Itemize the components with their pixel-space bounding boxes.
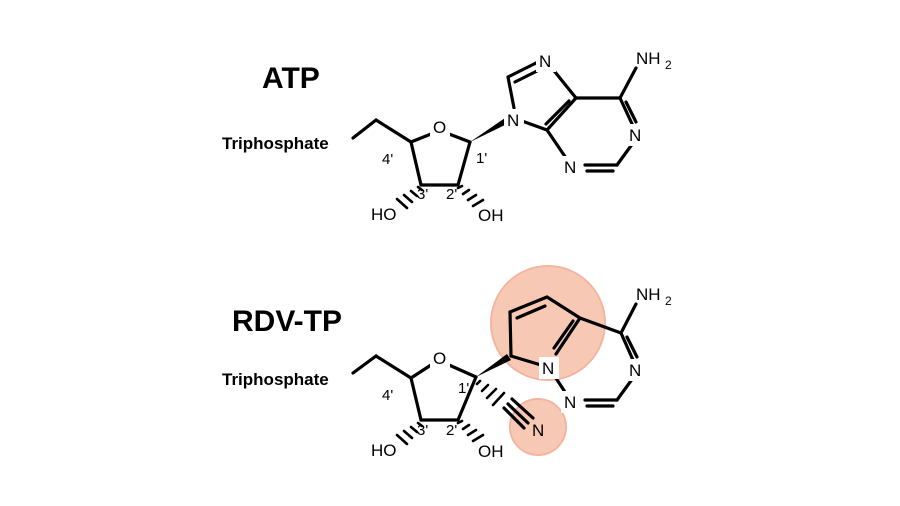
rdv-3prime-hydroxyl: HO (371, 441, 397, 460)
rdv-bond-c4-o (409, 363, 433, 380)
atp-bond-c5-c4 (545, 96, 578, 132)
atp-bond-c4-n9 (520, 119, 549, 132)
rdv-glycosidic-wedge (476, 354, 511, 377)
atp-hash-2prime (456, 184, 485, 208)
atp-bond-c4-c5 (374, 118, 413, 144)
rdv-2prime-hydroxyl: OH (478, 442, 504, 461)
rdv-bond-o-c1 (447, 363, 478, 379)
rdv-amine: NH (636, 285, 661, 304)
atp-bond-n9-c8 (506, 75, 516, 110)
atp-pos-1prime: 1' (476, 150, 487, 167)
rdv-n-ring: N (629, 361, 641, 380)
rdv-bond-c4-c5 (374, 354, 413, 380)
atp-bond-n3-c4 (545, 128, 568, 160)
atp-pos-4prime: 4' (382, 151, 393, 168)
rdv-bond-c4-n3 (619, 331, 635, 362)
atp-glycosidic-wedge (470, 118, 507, 142)
rdv-bond-pyrrole-top1 (508, 295, 549, 314)
rdv-bond-c1-c2 (456, 375, 478, 422)
atp-hash-3prime (395, 185, 424, 210)
atp-bond-c3-c4 (409, 140, 423, 187)
atp-amine-subscript: 2 (665, 58, 672, 72)
atp-bond-o-c1 (447, 132, 472, 144)
rdv-pos-1prime: 1' (458, 380, 469, 397)
rdv-title: RDV-TP (232, 305, 342, 338)
atp-2prime-hydroxyl: OH (478, 206, 504, 225)
rdv-bond-c5-p (351, 354, 378, 375)
atp-amine: NH (636, 49, 661, 68)
rdv-cyano-nitrogen: N (532, 421, 544, 440)
rdv-bond-pyrrole-right (554, 316, 582, 356)
atp-pos-2prime: 2' (446, 186, 457, 203)
atp-bond-n1-c2 (615, 141, 635, 167)
atp-bond-c5-c4-double (544, 99, 571, 126)
rdv-pos-4prime: 4' (382, 387, 393, 404)
atp-bond-c1-c2 (456, 140, 472, 187)
atp-n9: N (507, 111, 519, 130)
rdv-cn-triple-c (502, 406, 526, 430)
rdv-pos-3prime: 3' (417, 422, 428, 439)
atp-bond-c6-n1-double (624, 100, 638, 124)
rdv-bond-n3-c2 (615, 376, 635, 402)
rdv-bond-c-c4 (578, 316, 623, 335)
atp-bond-c4-o (409, 132, 433, 144)
atp-triphosphate-label: Triphosphate (222, 134, 329, 153)
rdv-triphosphate-label: Triphosphate (222, 370, 329, 389)
rdv-molecule: RDV-TP (222, 265, 672, 461)
atp-bond-c6-n1 (618, 96, 635, 128)
rdv-bond-pyrrole-top2 (545, 295, 582, 320)
rdv-bond-pyrrole-top1-double (515, 304, 547, 320)
atp-bond-c6-nh2 (618, 66, 638, 100)
rdv-hash-3prime (395, 421, 424, 446)
atp-bond-c8-n7 (506, 60, 540, 79)
atp-n1: N (629, 126, 641, 145)
atp-molecule: ATP (222, 49, 672, 225)
rdv-hash-cyano (475, 379, 506, 407)
rdv-ring-oxygen: O (433, 349, 446, 368)
atp-3prime-hydroxyl: HO (371, 205, 397, 224)
atp-n3: N (564, 158, 576, 177)
atp-title: ATP (262, 62, 320, 95)
rdv-bond-pyrrole-left (508, 310, 513, 358)
rdv-bond-c3-c4 (409, 376, 423, 422)
atp-pos-3prime: 3' (417, 186, 428, 203)
rdv-bond-n-c1 (509, 354, 543, 367)
rdv-bond-c4-nh2 (619, 302, 638, 335)
atp-bond-c5-p (351, 118, 378, 140)
rdv-n-low: N (564, 393, 576, 412)
rdv-n-bridge: N (542, 359, 554, 378)
atp-bond-n7-c5 (549, 65, 578, 100)
rdv-bond-pyrrole-right-double (552, 319, 575, 350)
pyrrole-highlight (490, 265, 606, 381)
rdv-cn-triple-b (510, 397, 535, 420)
cyano-highlight (509, 398, 567, 456)
atp-n7: N (539, 52, 551, 71)
rdv-bond-c4-n3-double (625, 335, 639, 359)
atp-ring-oxygen: O (433, 118, 446, 137)
rdv-pos-2prime: 2' (446, 422, 457, 439)
rdv-amine-subscript: 2 (665, 294, 672, 308)
rdv-hash-2prime (456, 419, 485, 443)
atp-bond-c8-n7-double (513, 69, 539, 84)
rdv-cn-triple-a (506, 402, 530, 425)
